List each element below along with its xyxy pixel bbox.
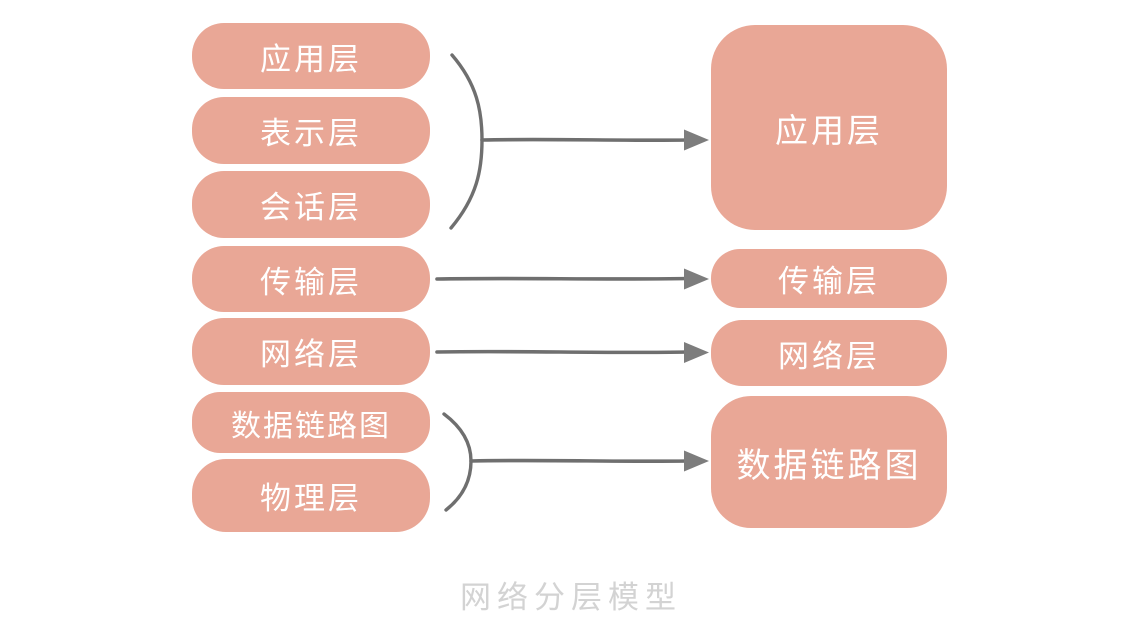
arrowhead-network [684,342,709,363]
right-box-transport-layer: 传输层 [711,249,947,308]
right-box-application-layer: 应用层 [711,25,947,230]
arrow-line-transport [435,276,689,281]
arrowhead-transport [684,268,709,290]
right-box-datalink-layer: 数据链路图 [711,396,947,528]
left-box-session-layer: 会话层 [192,171,430,238]
arrow-line-application [480,137,689,143]
arrow-line-datalink [469,458,689,464]
left-box-physical-layer: 物理层 [192,459,430,532]
arrow-line-network [435,349,689,355]
left-box-application-layer: 应用层 [192,23,430,89]
arrowhead-datalink [684,450,709,472]
brace-top-group [449,53,484,230]
left-box-datalink-layer: 数据链路图 [192,392,430,453]
left-box-network-layer: 网络层 [192,318,430,385]
left-box-transport-layer: 传输层 [192,246,430,312]
diagram-caption: 网络分层模型 [460,580,682,616]
right-box-network-layer: 网络层 [711,320,947,386]
arrowhead-application [684,129,709,151]
left-box-presentation-layer: 表示层 [192,97,430,164]
brace-bottom-group [442,412,473,512]
